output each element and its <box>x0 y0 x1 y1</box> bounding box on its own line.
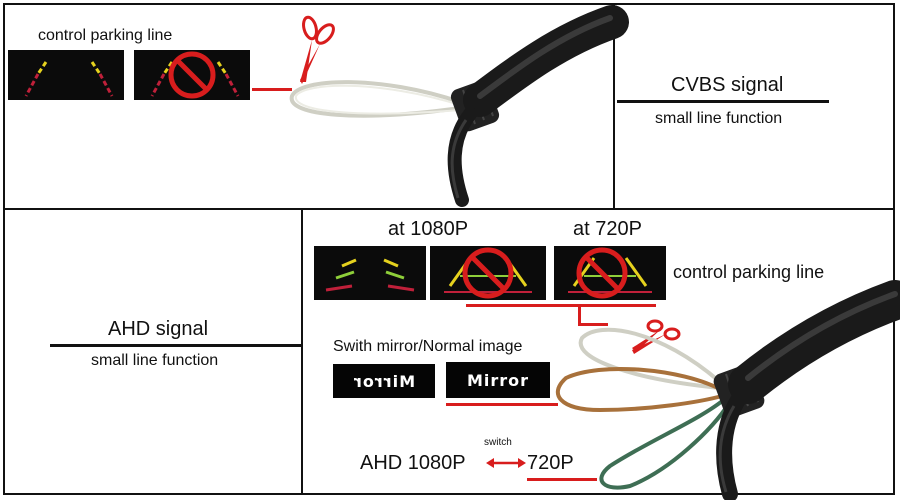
parking-line-underline <box>466 304 656 307</box>
prohibited-icon <box>168 51 216 99</box>
bottom-vertical-divider <box>301 209 303 495</box>
cvbs-title-underline <box>617 100 829 103</box>
cvbs-title: CVBS signal <box>671 74 784 96</box>
mirror-image-sample: Mirror <box>333 364 435 398</box>
cvbs-connector-line <box>252 88 292 91</box>
ahd-1080p-disabled-thumbnail <box>430 246 546 300</box>
ahd-parking-line-thumbnail <box>314 246 426 300</box>
at-720p-label: at 720P <box>573 218 642 240</box>
cvbs-parking-caption: control parking line <box>38 27 173 44</box>
cvbs-subtitle: small line function <box>655 110 783 127</box>
horizontal-divider <box>3 208 895 210</box>
mirror-caption: Swith mirror/Normal image <box>333 338 523 355</box>
ahd-720p-disabled-thumbnail <box>554 246 666 300</box>
at-1080p-label: at 1080P <box>388 218 469 240</box>
top-vertical-divider <box>613 3 615 209</box>
parking-line-connector-vertical <box>578 306 581 326</box>
mirror-underline <box>446 403 558 406</box>
resolution-underline <box>527 478 597 481</box>
switch-label: switch <box>484 437 512 448</box>
ahd-title-underline <box>50 344 302 347</box>
prohibited-icon <box>576 247 628 299</box>
parking-line-thumbnail <box>8 50 124 100</box>
ahd-title: AHD signal <box>108 318 209 340</box>
ahd-subtitle: small line function <box>91 352 219 369</box>
parking-line-disabled-thumbnail <box>134 50 250 100</box>
normal-image-sample: Mirror <box>446 362 550 398</box>
resolution-from: AHD 1080P <box>360 452 466 474</box>
resolution-to: 720P <box>527 452 574 474</box>
outer-frame <box>3 3 895 495</box>
prohibited-icon <box>462 247 514 299</box>
scissors-icon <box>300 15 335 84</box>
ahd-parking-line-label: control parking line <box>673 262 825 282</box>
parking-line-connector-horizontal <box>578 323 608 326</box>
